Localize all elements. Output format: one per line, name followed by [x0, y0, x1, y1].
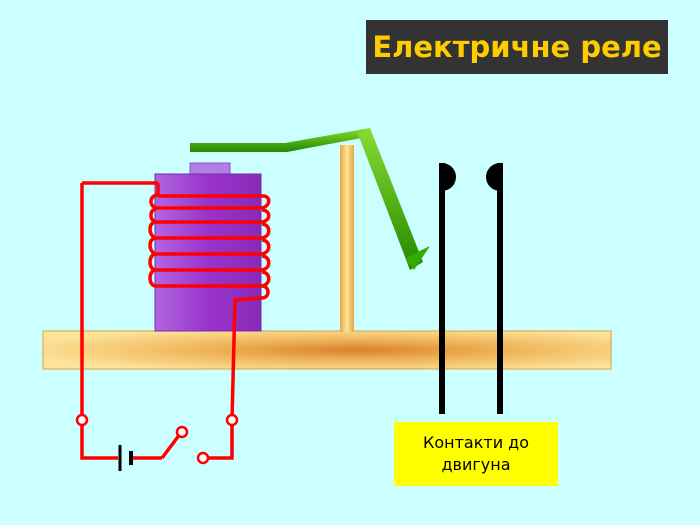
terminal-right — [225, 413, 239, 427]
motor-contact-right — [486, 163, 503, 414]
slide-title: Електричне реле — [372, 30, 662, 64]
circuit-wire-bottom — [133, 420, 234, 460]
title-banner: Електричне реле — [366, 20, 668, 74]
armature-lever — [190, 128, 430, 270]
circuit-wire-left — [80, 183, 118, 460]
switch-icon — [160, 425, 210, 465]
coil-winding — [82, 181, 271, 421]
base-board — [42, 330, 612, 370]
core-cap — [189, 162, 231, 176]
motor-contact-left — [439, 163, 456, 414]
armature-post — [340, 145, 354, 332]
battery-icon — [118, 445, 133, 471]
contacts-caption: Контакти до двигуна — [422, 433, 530, 474]
terminal-left — [75, 413, 89, 427]
caption-box: Контакти до двигуна — [394, 422, 558, 486]
